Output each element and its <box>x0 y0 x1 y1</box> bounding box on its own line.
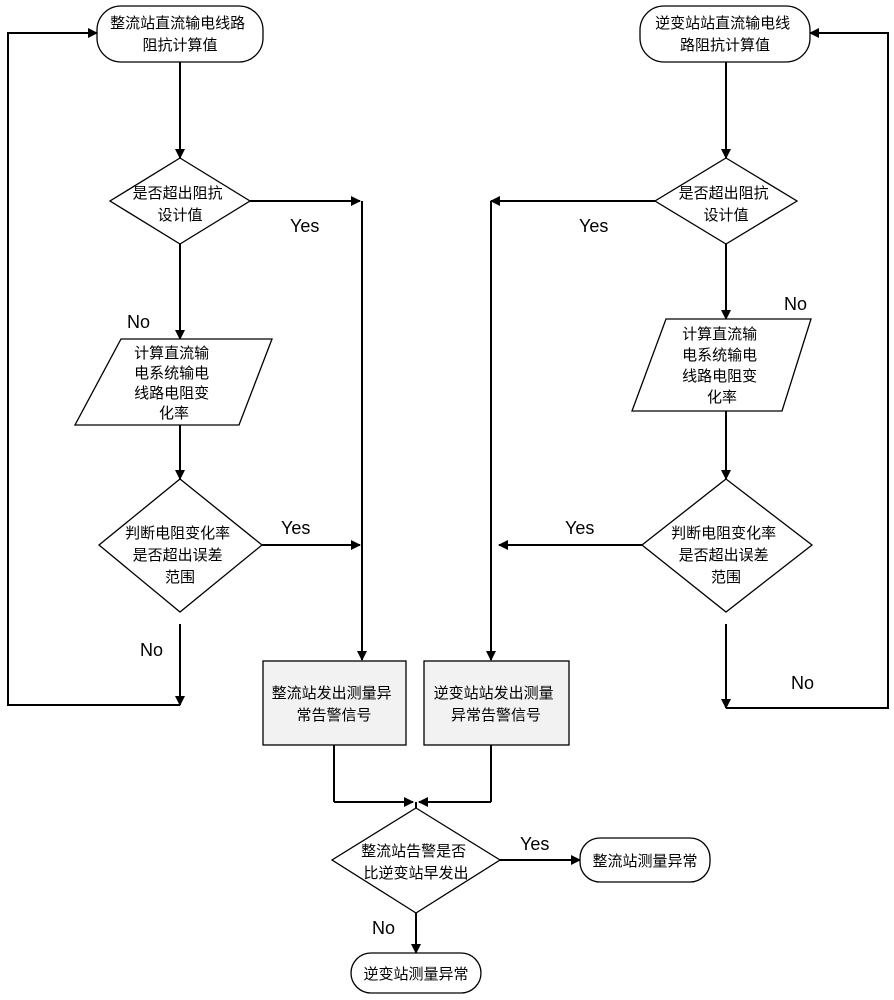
r-dec2-no-label: No <box>140 640 163 660</box>
i-dec1-yes-label: Yes <box>579 216 608 236</box>
final-no-label: No <box>372 918 395 938</box>
r-dec1-label: 是否超出阻抗 设计值 <box>133 184 228 224</box>
i-calc-parallelogram <box>631 318 812 412</box>
i-alarm-box <box>423 660 570 746</box>
r-start-label: 整流站直流输电线路 阻抗计算值 <box>110 14 250 54</box>
final-dec-label: 整流站告警是否 比逆变站早发出 <box>361 842 471 882</box>
r-dec2-yes-label: Yes <box>281 518 310 538</box>
i-calc-label: 计算直流输 电系统输电 线路电阻变 化率 <box>682 325 762 406</box>
r-dec1-yes-label: Yes <box>290 216 319 236</box>
connectors <box>7 28 889 954</box>
r-dec1-diamond <box>108 157 252 245</box>
r-dec2-diamond <box>97 478 264 613</box>
i-abnormal-label: 逆变站测量异常 <box>363 965 468 983</box>
i-dec2-label: 判断电阻变化率 是否超出误差 范围 <box>671 524 781 586</box>
r-alarm-box <box>262 660 407 746</box>
r-abnormal-terminal <box>579 837 711 883</box>
edge-r-loop-back <box>7 28 180 706</box>
i-dec2-diamond <box>640 478 814 613</box>
i-dec2-yes-label: Yes <box>565 518 594 538</box>
i-abnormal-terminal <box>350 952 482 994</box>
i-dec1-label: 是否超出阻抗 设计值 <box>679 184 774 224</box>
r-calc-label: 计算直流输 电系统输电 线路电阻变 化率 <box>134 344 214 422</box>
i-dec1-diamond <box>653 157 799 245</box>
i-dec1-no-label: No <box>784 294 807 314</box>
r-abnormal-label: 整流站测量异常 <box>592 852 697 870</box>
final-dec-diamond <box>330 807 502 914</box>
final-yes-label: Yes <box>520 834 549 854</box>
i-dec2-no-label: No <box>791 673 814 693</box>
i-start-label: 逆变站站直流输电线 路阻抗计算值 <box>655 14 795 54</box>
r-alarm-label: 整流站发出测量异 常告警信号 <box>272 684 397 724</box>
i-start-terminal <box>639 5 811 63</box>
r-calc-parallelogram <box>73 338 273 426</box>
r-start-terminal <box>96 5 264 63</box>
r-dec2-label: 判断电阻变化率 是否超出误差 范围 <box>125 524 235 586</box>
i-alarm-label: 逆变站站发出测量 异常告警信号 <box>434 684 559 724</box>
edge-i-loop-back <box>726 28 889 709</box>
r-dec1-no-label: No <box>127 312 150 332</box>
